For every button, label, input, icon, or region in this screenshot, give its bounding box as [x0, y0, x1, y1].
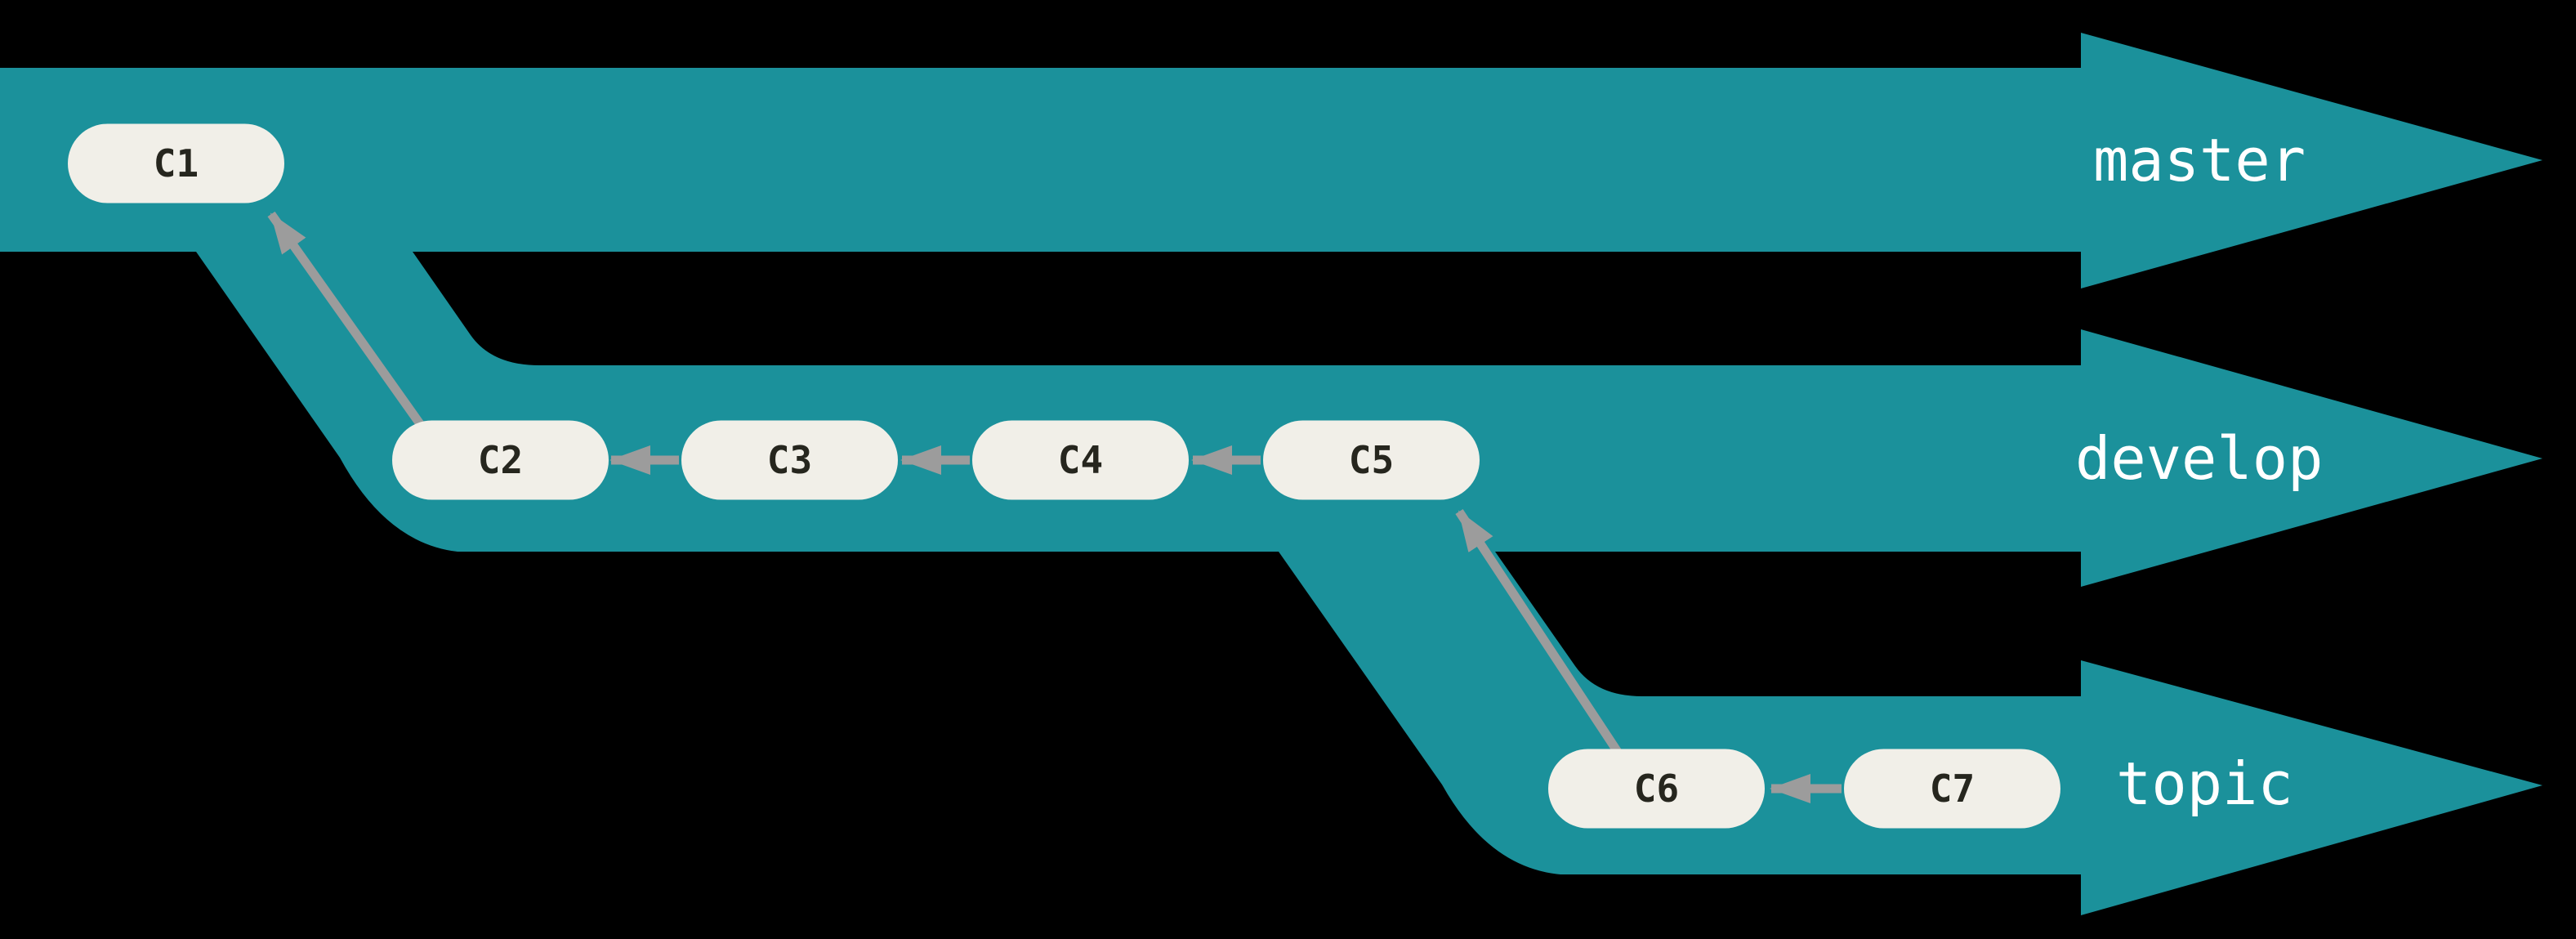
commit-node-c1: C1 [68, 123, 284, 203]
branch-band-master [0, 33, 2543, 288]
commit-label-c4: C4 [1058, 438, 1103, 482]
commit-node-c4: C4 [972, 420, 1189, 500]
branch-band-develop [196, 252, 2543, 587]
branch-label-topic: topic [2116, 749, 2293, 818]
commit-label-c1: C1 [154, 141, 199, 186]
commit-pill-c6 [1548, 749, 1765, 829]
commit-node-c7: C7 [1844, 749, 2060, 829]
commit-pill-c1 [68, 123, 284, 203]
branch-label-master: master [2093, 126, 2306, 195]
commit-pill-c4 [972, 420, 1189, 500]
branch-label-develop: develop [2075, 424, 2323, 493]
commit-label-c7: C7 [1930, 767, 1975, 811]
commit-pill-c7 [1844, 749, 2060, 829]
commit-node-c3: C3 [681, 420, 898, 500]
arrow-c6-to-c5 [1455, 508, 1622, 755]
commit-node-c5: C5 [1263, 420, 1480, 500]
commit-node-c6: C6 [1548, 749, 1765, 829]
commit-label-c6: C6 [1634, 767, 1679, 811]
commit-label-c2: C2 [478, 438, 523, 482]
commit-pill-c3 [681, 420, 898, 500]
commit-label-c5: C5 [1349, 438, 1394, 482]
arrow-c2-to-c1 [267, 211, 425, 428]
commit-pill-c2 [392, 420, 609, 500]
commit-node-c2: C2 [392, 420, 609, 500]
commit-pill-c5 [1263, 420, 1480, 500]
commit-label-c3: C3 [767, 438, 812, 482]
